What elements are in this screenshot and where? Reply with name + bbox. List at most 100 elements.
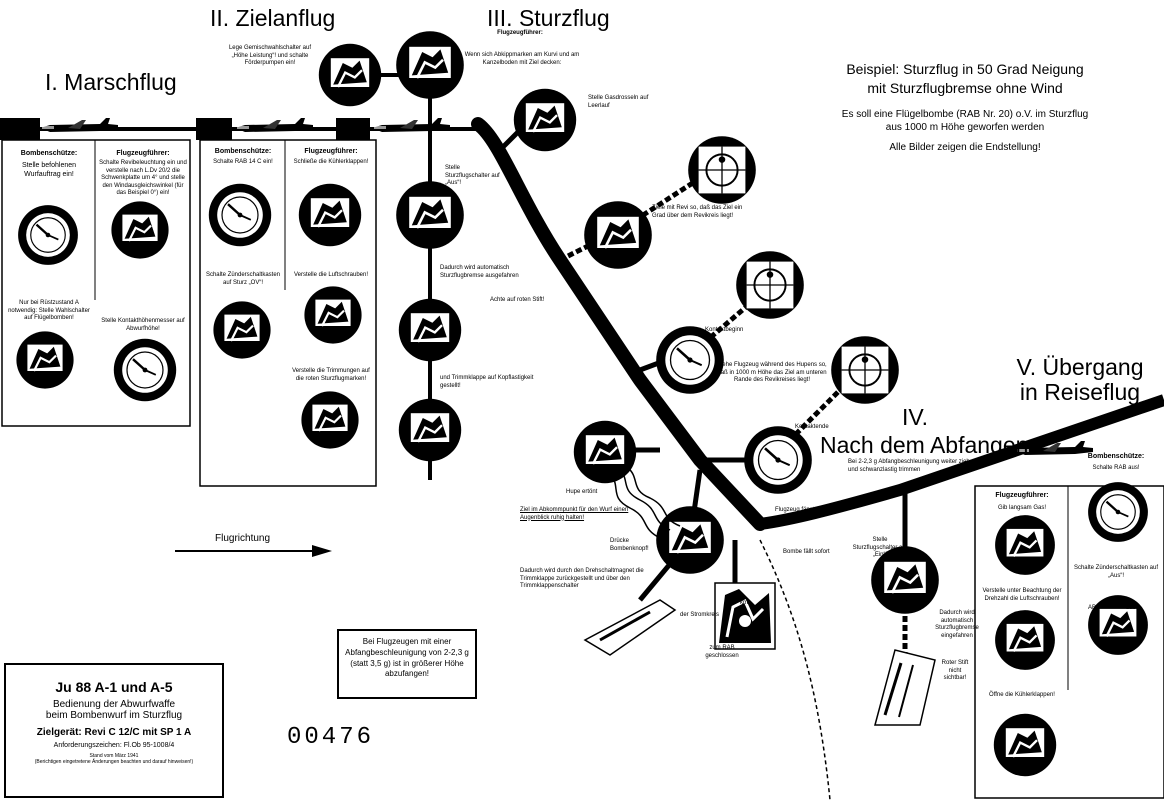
kontakthoehenmesser-icon [112, 337, 178, 403]
ziel-luftschr-text: Verstelle die Luftschrauben! [293, 272, 369, 278]
flugrichtung-arrow-icon [175, 545, 332, 557]
sturz-achte-text: Achte auf roten Stift! [490, 297, 545, 303]
serial-number: 00476 [287, 724, 375, 751]
uebergang-rab-text: Schalte RAB aus! [1092, 465, 1140, 471]
kuehlerklappen-open-icon [992, 712, 1058, 778]
aircraft-icon [372, 118, 450, 132]
sturz-trimmklappe-text: und Trimmklappe auf Kopflastigkeit geste… [440, 375, 534, 389]
sturz-fz-head: Flugzeugführer: [497, 30, 543, 36]
revi-crosshair-icon [687, 135, 757, 205]
uebergang-kuehler-text: Öffne die Kühlerklappen! [989, 692, 1055, 698]
sturz-rab-text: zum RAB geschlossen [705, 645, 739, 659]
ziel-fz-head: Flugzeugführer: [304, 148, 358, 155]
bremse-icon [397, 297, 463, 363]
example-title-line1: Beispiel: Sturzflug in 50 Grad Neigung [846, 61, 1084, 77]
sturz-bombe-text: Bombe fällt sofort [783, 549, 830, 555]
sturz-kontaktbeginn-text: Kontaktbeginn [705, 327, 744, 333]
abfangen-dadurch-text: Dadurch wird automatisch Sturzflugbremse… [935, 610, 979, 639]
sturz-gas-text: Stelle Gasdrosseln auf Leerlauf [588, 95, 649, 109]
stromkreis-icon [713, 581, 777, 651]
aircraft-icon [235, 118, 313, 132]
gemisch-gauge-icon [317, 42, 383, 108]
schalter-aus-icon [394, 179, 466, 251]
uebergang-panel [974, 485, 1164, 799]
ziel-bs-head: Bombenschütze: [214, 148, 272, 155]
sturz-bremse-text: Dadurch wird automatisch Sturzflugbremse… [440, 265, 519, 279]
info-box: Ju 88 A-1 und A-5 Bedienung der Abwurfwa… [4, 663, 224, 798]
gauge-label-ab: AB [1088, 605, 1097, 611]
example-sub-line3: Alle Bilder zeigen die Endstellung! [889, 141, 1041, 153]
info-line5: Anforderungszeichen: Fl.Ob 95-1008/4 [53, 742, 175, 749]
gauge-label-km: km [740, 600, 748, 606]
info-line6: Stand vom März 1941 [89, 753, 139, 759]
trimmklappe-icon [397, 397, 463, 463]
sturz-fz-text: Wenn sich Abkippmarken am Kurvi und am K… [464, 52, 580, 66]
sturz-hupe-text: Hupe ertönt [566, 489, 598, 495]
revi-sight-icon [582, 199, 654, 271]
trimmklappe-return-icon [583, 599, 677, 656]
info-title: Ju 88 A-1 und A-5 [55, 679, 173, 695]
ziel-fz-text: Schließe die Kühlerklappen! [293, 159, 369, 165]
rab-schalter-icon [207, 182, 273, 248]
note-box: Bei Flugzeugen mit einer Abfangbeschleun… [337, 629, 477, 699]
marsch-kontakt-text: Stelle Kontakthöhenmesser auf Abwurfhöhe… [101, 318, 185, 332]
sturz-magnet-text: Dadurch wird durch den Drehschaltmagnet … [520, 568, 644, 589]
sturz-druecke-text: Drücke Bombenknopf! [610, 538, 649, 552]
aircraft-icon [40, 118, 118, 132]
phase-uebergang-line2: in Reiseflug [1019, 379, 1141, 406]
info-line7: (Berichtigen eingetretene Änderungen bea… [34, 759, 194, 765]
wurfauftrag-gauge-icon [16, 203, 80, 267]
gasdrossel-icon [512, 87, 578, 153]
zuender-aus-icon [1086, 593, 1150, 657]
sturzflug-start-icon [394, 29, 466, 101]
marsch-bs-head: Bombenschütze: [20, 150, 78, 157]
marschflug-panel [1, 139, 191, 427]
sturz-ziel-abkomm-text: Ziel im Abkommpunkt für den Wurf einen A… [520, 507, 629, 521]
ziel-bs-text: Schalte RAB 14 C ein! [213, 159, 273, 165]
uebergang-gas-text: Gib langsam Gas! [997, 505, 1047, 511]
uebergang-luftschr-text: Verstelle unter Beachtung der Drehzahl d… [982, 588, 1062, 602]
info-line2: Bedienung der Abwurfwaffe [52, 699, 176, 710]
rab-aus-icon [1086, 480, 1150, 544]
phase-abfangen-number: IV. [901, 404, 928, 430]
info-line4: Zielgerät: Revi C 12/C mit SP 1 A [36, 727, 192, 738]
sturz-ziele-text: Ziele mit Revi so, daß das Ziel ein Grad… [652, 205, 743, 219]
hupe-waves [611, 467, 681, 539]
revi-crosshair-icon [830, 335, 900, 405]
wahlschalter-icon [15, 330, 75, 390]
example-sub-line1: Es soll eine Flügelbombe (RAB Nr. 20) o.… [841, 108, 1089, 120]
gauge-label-aus: aus [1126, 605, 1136, 611]
example-header: Beispiel: Sturzflug in 50 Grad Neigung m… [790, 60, 1140, 154]
gas-hebel-icon [993, 513, 1057, 577]
sturz-stromkreis-text: der Stromkreis [680, 612, 720, 618]
phase-abfangen-title: Nach dem Abfangen [820, 432, 1029, 458]
sturz-ziehe-text: Ziehe Flugzeug während des Hupens so, da… [717, 362, 827, 383]
example-sub-line2: aus 1000 m Höhe geworfen werden [885, 122, 1045, 134]
revi-crosshair-icon [735, 250, 805, 320]
flugrichtung-label: Flugrichtung [215, 533, 271, 544]
luftschrauben-v-icon [993, 608, 1057, 672]
schwenkplatte-icon [110, 200, 170, 260]
abfangen-beschl-text: Bei 2-2,3 g Abfangbeschleunigung weiter … [848, 459, 977, 473]
phase-uebergang-title: V. Übergang in Reiseflug [1000, 354, 1160, 406]
marsch-fz-head: Flugzeugführer: [116, 150, 170, 157]
phase-uebergang-line1: V. Übergang [1016, 354, 1144, 380]
uebergang-bs-head: Bombenschütze: [1087, 453, 1145, 460]
flight-path-marschflug [0, 118, 478, 140]
phase-marschflug-title: I. Marschflug [45, 69, 177, 95]
abfangen-roter-text: Roter Stift nicht sichtbar! [941, 660, 969, 681]
hupe-icon [572, 419, 638, 485]
sturz-schalter-text: Stelle Sturzflugschalter auf „Aus“! [445, 165, 500, 186]
example-title-line2: mit Sturzflugbremse ohne Wind [867, 79, 1063, 96]
phase-zielanflug-title: II. Zielanflug [210, 5, 336, 31]
sturz-kontaktende-text: Kontaktende [795, 424, 829, 430]
kuehlerklappen-icon [297, 182, 363, 248]
zuenderschaltkasten-icon [212, 300, 272, 360]
ziel-gemisch-text: Lege Gemischwahlschalter auf „Höhe Leist… [228, 45, 312, 66]
marsch-ruest-text: Nur bei Rüstzustand A notwendig: Stelle … [8, 300, 90, 321]
uebergang-fz-head: Flugzeugführer: [995, 492, 1049, 499]
zielanflug-panel [199, 139, 377, 487]
luftschrauben-icon [303, 285, 363, 345]
abfangen-schalter-text: Stelle Sturzflugschalter auf „Ein“! [852, 537, 908, 558]
